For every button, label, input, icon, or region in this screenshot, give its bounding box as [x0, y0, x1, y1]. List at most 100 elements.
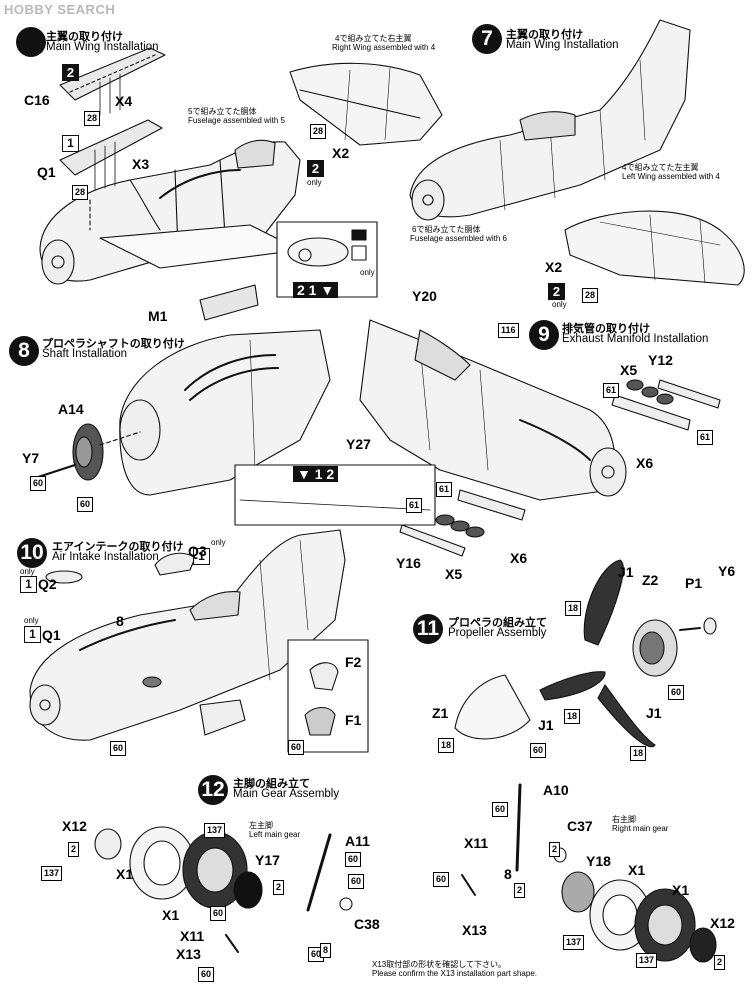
part-label: X5 — [620, 362, 638, 378]
part-label: F1 — [345, 712, 362, 728]
note-only-x2: only — [307, 178, 322, 187]
part-label: X2 — [545, 259, 563, 275]
note-only-q1: only — [24, 616, 39, 625]
part-label: X3 — [132, 156, 150, 172]
variant-mark-1-q3: 1 — [193, 548, 210, 565]
paint-code-box: 2 — [514, 883, 526, 898]
step-9-title-en: Exhaust Manifold Installation — [562, 333, 709, 345]
note-left-wing-jp: 4で組み立てた左主翼 — [622, 163, 699, 172]
paint-code-box: 60 — [30, 476, 47, 491]
part-label: P1 — [685, 575, 703, 591]
step-7-title-jp: 主翼の取り付け — [506, 29, 583, 41]
paint-code-box: 2 — [273, 880, 285, 895]
paint-code-box: 60 — [345, 852, 362, 867]
step-12-title-jp: 主脚の組み立て — [233, 778, 310, 790]
wing-part-q1 — [59, 119, 163, 231]
part-label: X12 — [710, 915, 735, 931]
note-only-q2: only — [20, 567, 35, 576]
part-label: J1 — [618, 564, 634, 580]
fuselage-step10 — [29, 529, 346, 741]
step-12-title-en: Main Gear Assembly — [233, 788, 340, 800]
part-label: X4 — [115, 93, 133, 109]
part-label: X5 — [445, 566, 463, 582]
paint-code-box: 18 — [564, 709, 581, 724]
fuselage-step6 — [39, 139, 301, 321]
propeller — [454, 559, 717, 748]
part-label: C37 — [567, 818, 593, 834]
part-label: A11 — [345, 833, 370, 849]
paint-code-box: 116 — [498, 323, 519, 338]
part-label: Y12 — [648, 352, 673, 368]
fuselage-step7 — [409, 19, 691, 221]
step-8-title-en: Shaft Installation — [42, 348, 128, 360]
part-label: X6 — [636, 455, 654, 471]
paint-code-box: 18 — [630, 746, 647, 761]
paint-code-box: 60 — [668, 685, 685, 700]
step-7-title-en: Main Wing Installation — [506, 39, 619, 51]
paint-code-box: 61 — [697, 430, 714, 445]
main-gear-right — [461, 783, 717, 963]
wing-part-c16 — [59, 47, 166, 116]
step-6-title-en: Main Wing Installation — [46, 41, 159, 53]
part-label: X1 — [162, 907, 180, 923]
note-fuselage-5-jp: 5で組み立てた胴体 — [188, 107, 257, 116]
step-9-title-jp: 排気管の取り付け — [562, 323, 650, 335]
part-label: Q1 — [37, 164, 56, 180]
step-6-title-jp: 主翼の取り付け — [46, 31, 123, 43]
step-6-number — [16, 27, 46, 57]
note-fuselage-6-jp: 6で組み立てた胴体 — [412, 225, 481, 234]
part-label: Y16 — [396, 555, 421, 571]
part-label: Y6 — [718, 563, 736, 579]
step-12-number: 12 — [198, 775, 228, 805]
step-11-number: 11 — [413, 614, 443, 644]
part-label: X13 — [462, 922, 487, 938]
note-left-gear-en: Left main gear — [249, 830, 301, 839]
part-label: X2 — [332, 145, 350, 161]
paint-code-box: 61 — [406, 498, 423, 513]
fuselage-step9 — [359, 319, 627, 501]
part-label: Y27 — [346, 436, 371, 452]
exhaust-parts-upper — [611, 379, 721, 431]
right-wing — [289, 62, 443, 146]
paint-code-box: 60 — [198, 967, 215, 982]
part-label: A10 — [543, 782, 569, 798]
step-10-title-en: Air Intake Installation — [52, 551, 159, 563]
part-label: X1 — [628, 862, 646, 878]
paint-code-box: 28 — [84, 111, 101, 126]
paint-code-box: 18 — [438, 738, 455, 753]
step-10-number: 10 — [17, 538, 47, 568]
note-only-x2b: only — [552, 300, 567, 309]
paint-code-box: 60 — [492, 802, 509, 817]
note-x13-jp: X13取付部の形状を確認して下さい。 — [372, 960, 506, 969]
intake-parts — [45, 552, 196, 584]
part-label: X11 — [464, 835, 489, 851]
note-right-wing-en: Right Wing assembled with 4 — [332, 43, 436, 52]
note-fuselage-5-en: Fuselage assembled with 5 — [188, 116, 285, 125]
paint-code-box: 28 — [72, 185, 89, 200]
step-11-title-jp: プロペラの組み立て — [448, 617, 547, 629]
step-9-number: 9 — [529, 320, 559, 350]
main-gear-left — [94, 826, 353, 953]
part-label: Q3 — [188, 543, 207, 559]
note-only-q3: only — [211, 538, 226, 547]
part-label: Q1 — [42, 627, 61, 643]
watermark: HOBBY SEARCH — [4, 2, 116, 17]
step-8-number: 8 — [9, 336, 39, 366]
part-label: F2 — [345, 654, 362, 670]
paint-code-box: 137 — [563, 935, 585, 950]
part-label: C38 — [354, 916, 380, 932]
part-label: 8 — [504, 866, 512, 882]
note-only-inset: only — [360, 268, 375, 277]
part-label: Z2 — [642, 572, 659, 588]
step-7-number: 7 — [472, 24, 502, 54]
note-right-wing-jp: 4で組み立てた右主翼 — [335, 34, 412, 43]
paint-code-box: 2 — [714, 955, 726, 970]
step-8-title-jp: プロペラシャフトの取り付け — [42, 338, 185, 350]
paint-code-box: 18 — [565, 601, 582, 616]
variant-mark-1-q1: 1 — [24, 626, 41, 643]
note-left-wing-en: Left Wing assembled with 4 — [622, 172, 720, 181]
part-label: X1 — [116, 866, 134, 882]
paint-code-box: 60 — [110, 741, 127, 756]
paint-code-box: 28 — [582, 288, 599, 303]
